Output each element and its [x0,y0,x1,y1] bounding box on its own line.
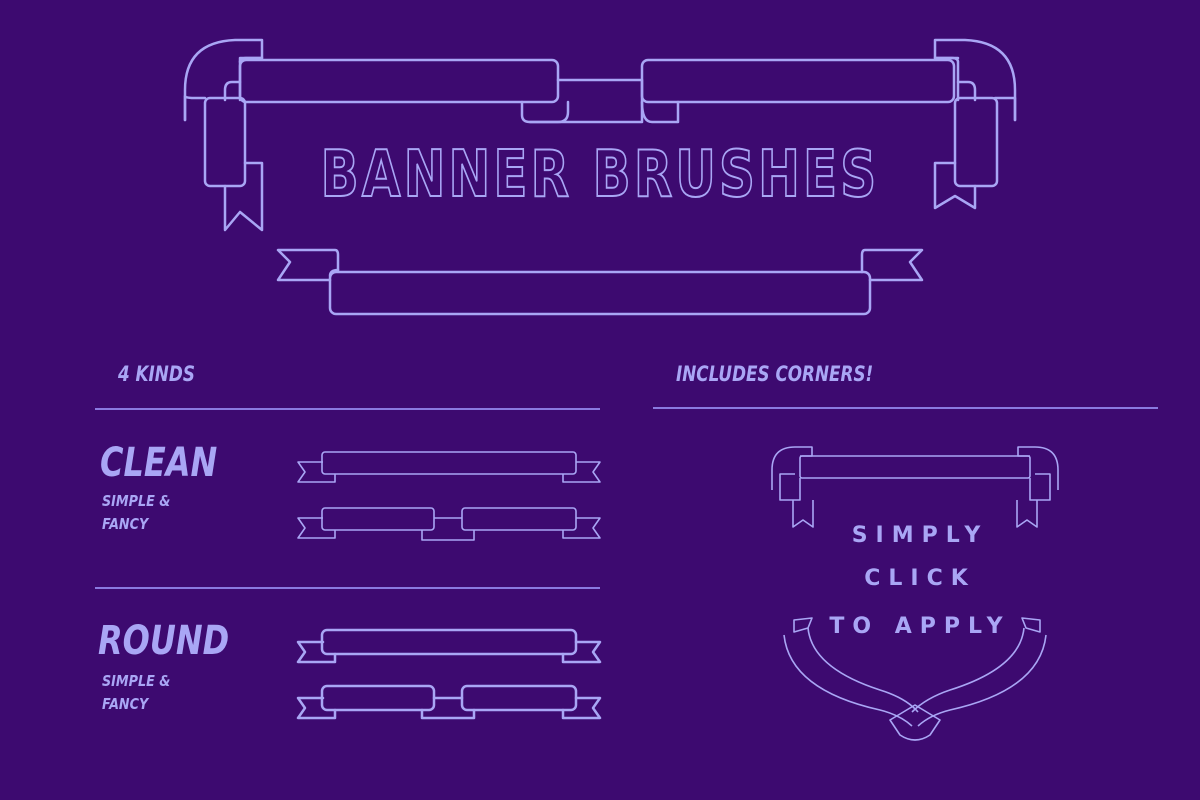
kind-clean-subtitle: SIMPLE & FANCY [102,490,170,536]
cta-line-2: CLICK [864,566,976,591]
corners-heading: INCLUDES CORNERS! [676,362,874,386]
divider [653,407,1158,409]
kind-round-subtitle: SIMPLE & FANCY [102,670,170,716]
banner-ribbon-icon [297,451,601,483]
banner-ribbon-icon [297,507,601,541]
subtitle-line: SIMPLE & [102,672,171,690]
subtitle-line: SIMPLE & [102,492,171,510]
kind-clean-title: CLEAN [100,440,218,486]
subtitle-line: FANCY [102,695,149,713]
kind-round-title: ROUND [98,618,230,664]
divider [95,587,600,589]
corner-ribbon-icon [933,38,1017,210]
corner-ribbon-icon [771,446,1059,528]
subtitle-line: FANCY [102,515,149,533]
banner-ribbon-icon [296,628,602,664]
cta-line-3: TO APPLY [829,614,1011,639]
banner-ribbon-icon [238,58,956,124]
cta-line-1: SIMPLY [851,523,989,548]
banner-ribbon-icon [296,684,602,720]
divider [95,408,600,410]
page-title: BANNER BRUSHES [320,137,880,213]
banner-ribbon-icon [276,248,924,316]
curved-ribbon-icon [783,617,1047,741]
kinds-heading: 4 KINDS [118,362,195,386]
